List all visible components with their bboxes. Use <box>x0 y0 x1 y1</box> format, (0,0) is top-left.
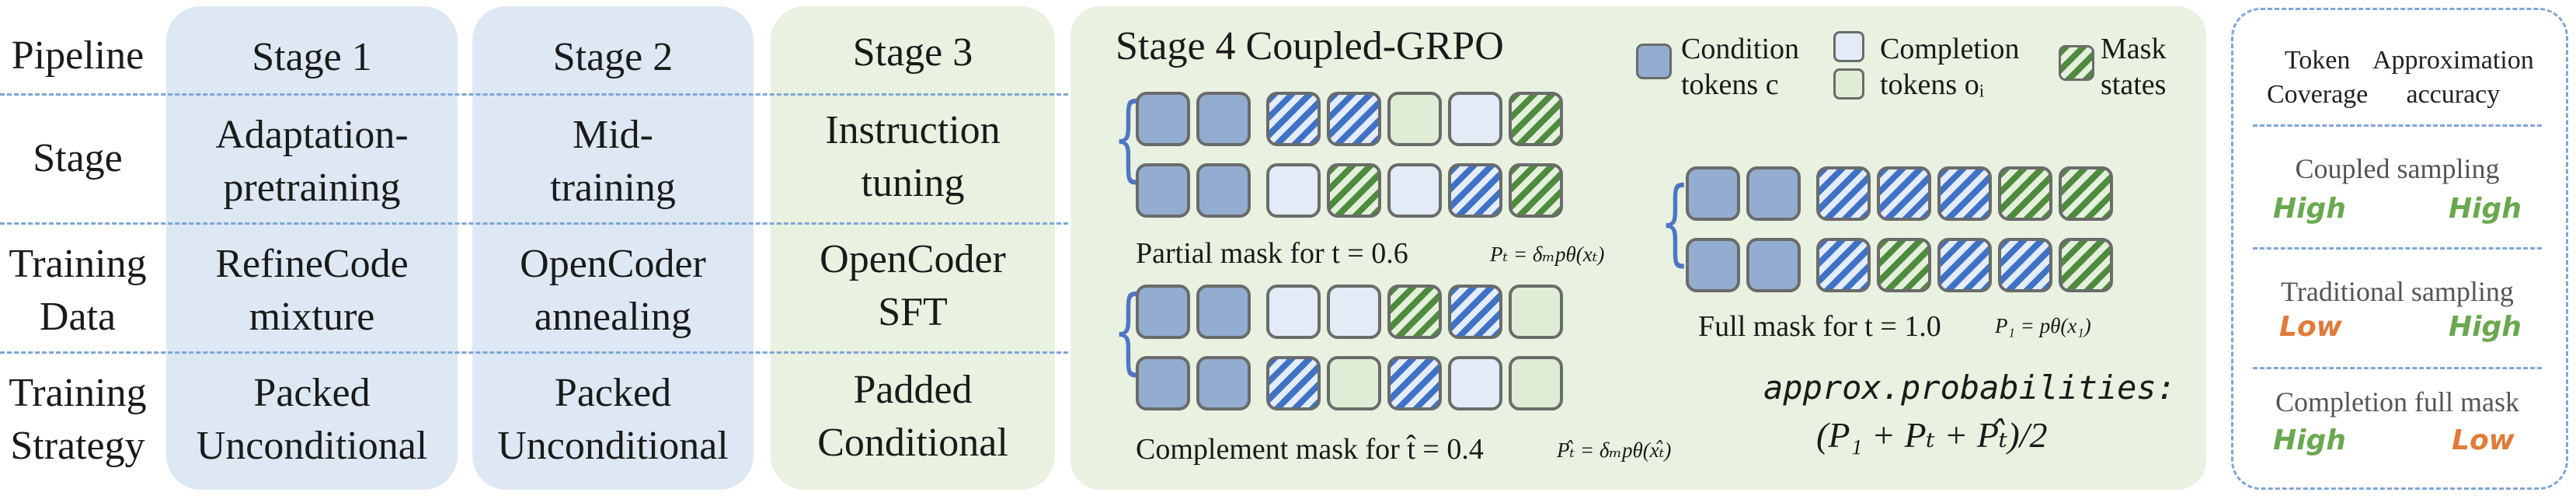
partial-mask-caption: Partial mask for t = 0.6 <box>1136 237 1408 270</box>
token-cell-mask-b <box>1877 166 1931 221</box>
comparison-row-fullmask-coverage: High <box>2273 424 2346 456</box>
token-cell-mask-b <box>1448 163 1502 218</box>
legend-mask-swatch <box>2059 45 2094 81</box>
comparison-row-traditional-accuracy: High <box>2449 311 2522 343</box>
full-mask-caption: Full mask for t = 1.0 <box>1698 310 1941 343</box>
token-cell-cond <box>1746 238 1801 292</box>
stage2-stage: Mid-training <box>550 113 676 210</box>
token-cell-mask-b <box>1266 92 1321 146</box>
token-cell-mask-g <box>1509 163 1563 218</box>
token-cell-mask-b <box>1937 238 1992 292</box>
stage1-panel <box>166 6 458 490</box>
comparison-row-fullmask-accuracy: Low <box>2452 424 2515 456</box>
token-cell-cond <box>1196 356 1251 410</box>
stage1-title: Stage 1 <box>252 35 372 79</box>
token-cell-mask-g <box>1877 238 1931 292</box>
token-cell-mask-b <box>1448 285 1502 339</box>
token-cell-mask-b <box>1266 356 1321 410</box>
token-cell-comp-b <box>1266 163 1321 218</box>
partial-mask-prob: Pₜ = δₘpθ(xₜ) <box>1490 243 1605 266</box>
row-divider-1 <box>0 93 1068 96</box>
token-cell-cond <box>1136 163 1190 218</box>
full-mask-prob: P₁ = pθ(x₁) <box>1995 314 2091 337</box>
row-divider-3 <box>0 351 1068 354</box>
approx-probabilities-label: approx.probabilities: <box>1763 369 2177 407</box>
row-label-stage: Stage <box>33 136 123 180</box>
token-cell-mask-b <box>1816 238 1871 292</box>
token-cell-cond <box>1136 356 1190 410</box>
token-cell-mask-g <box>2059 166 2113 221</box>
comparison-divider-1 <box>2253 124 2542 127</box>
token-cell-mask-b <box>1327 92 1381 146</box>
token-cell-comp-b <box>1327 285 1381 339</box>
stage1-stage: Adaptation-pretraining <box>215 113 409 210</box>
comparison-row-coupled-name: Coupled sampling <box>2295 153 2500 184</box>
row-label-pipeline: Pipeline <box>11 33 144 78</box>
legend-completion-swatch-blue <box>1833 31 1864 62</box>
token-cell-cond <box>1136 285 1190 339</box>
token-cell-mask-g <box>2059 238 2113 292</box>
token-cell-mask-b <box>1998 238 2052 292</box>
token-cell-comp-g <box>1509 356 1563 410</box>
comparison-row-traditional-coverage: Low <box>2279 311 2342 343</box>
token-cell-comp-g <box>1327 356 1381 410</box>
token-cell-cond <box>1196 163 1251 218</box>
token-cell-cond <box>1136 92 1190 146</box>
brace-full: { <box>1660 168 1690 276</box>
comparison-row-fullmask-name: Completion full mask <box>2275 386 2519 417</box>
token-cell-comp-g <box>1509 285 1563 339</box>
token-cell-mask-b <box>1937 166 1992 221</box>
comparison-divider-2 <box>2253 247 2542 250</box>
comparison-row-traditional-name: Traditional sampling <box>2281 276 2514 307</box>
token-cell-comp-g <box>1387 92 1442 146</box>
stage3-title: Stage 3 <box>852 30 973 75</box>
comparison-panel <box>2231 8 2568 490</box>
complement-mask-caption: Complement mask for t̂ = 0.4 <box>1136 433 1484 466</box>
legend-completion-swatch-green <box>1833 68 1864 100</box>
stage4-title: Stage 4 Coupled-GRPO <box>1116 24 1504 68</box>
token-cell-mask-g <box>1327 163 1381 218</box>
approx-probabilities-formula: (P₁ + Pₜ + Pₜ̂)/2 <box>1816 415 2048 455</box>
comparison-row-coupled-coverage: High <box>2273 193 2346 225</box>
token-cell-mask-g <box>1998 166 2052 221</box>
token-cell-cond <box>1746 166 1801 221</box>
token-cell-comp-b <box>1266 285 1321 339</box>
token-cell-mask-b <box>1816 166 1871 221</box>
token-cell-cond <box>1686 238 1740 292</box>
token-cell-comp-b <box>1387 163 1442 218</box>
comparison-divider-3 <box>2253 367 2542 369</box>
stage2-panel <box>472 6 754 490</box>
token-cell-mask-g <box>1387 285 1442 339</box>
row-divider-2 <box>0 222 1068 225</box>
token-cell-mask-b <box>1387 356 1442 410</box>
token-cell-cond <box>1196 285 1251 339</box>
token-cell-mask-g <box>1509 92 1563 146</box>
token-cell-comp-b <box>1448 356 1502 410</box>
legend-condition-swatch <box>1636 44 1672 79</box>
stage2-title: Stage 2 <box>552 35 674 79</box>
complement-mask-prob: Pₜ̂ = δₘpθ(xₜ̂) <box>1557 438 1672 462</box>
token-cell-comp-b <box>1448 92 1502 146</box>
stage3-panel <box>771 6 1055 490</box>
token-cell-cond <box>1196 92 1251 146</box>
token-cell-cond <box>1686 166 1740 221</box>
comparison-row-coupled-accuracy: High <box>2449 193 2522 225</box>
